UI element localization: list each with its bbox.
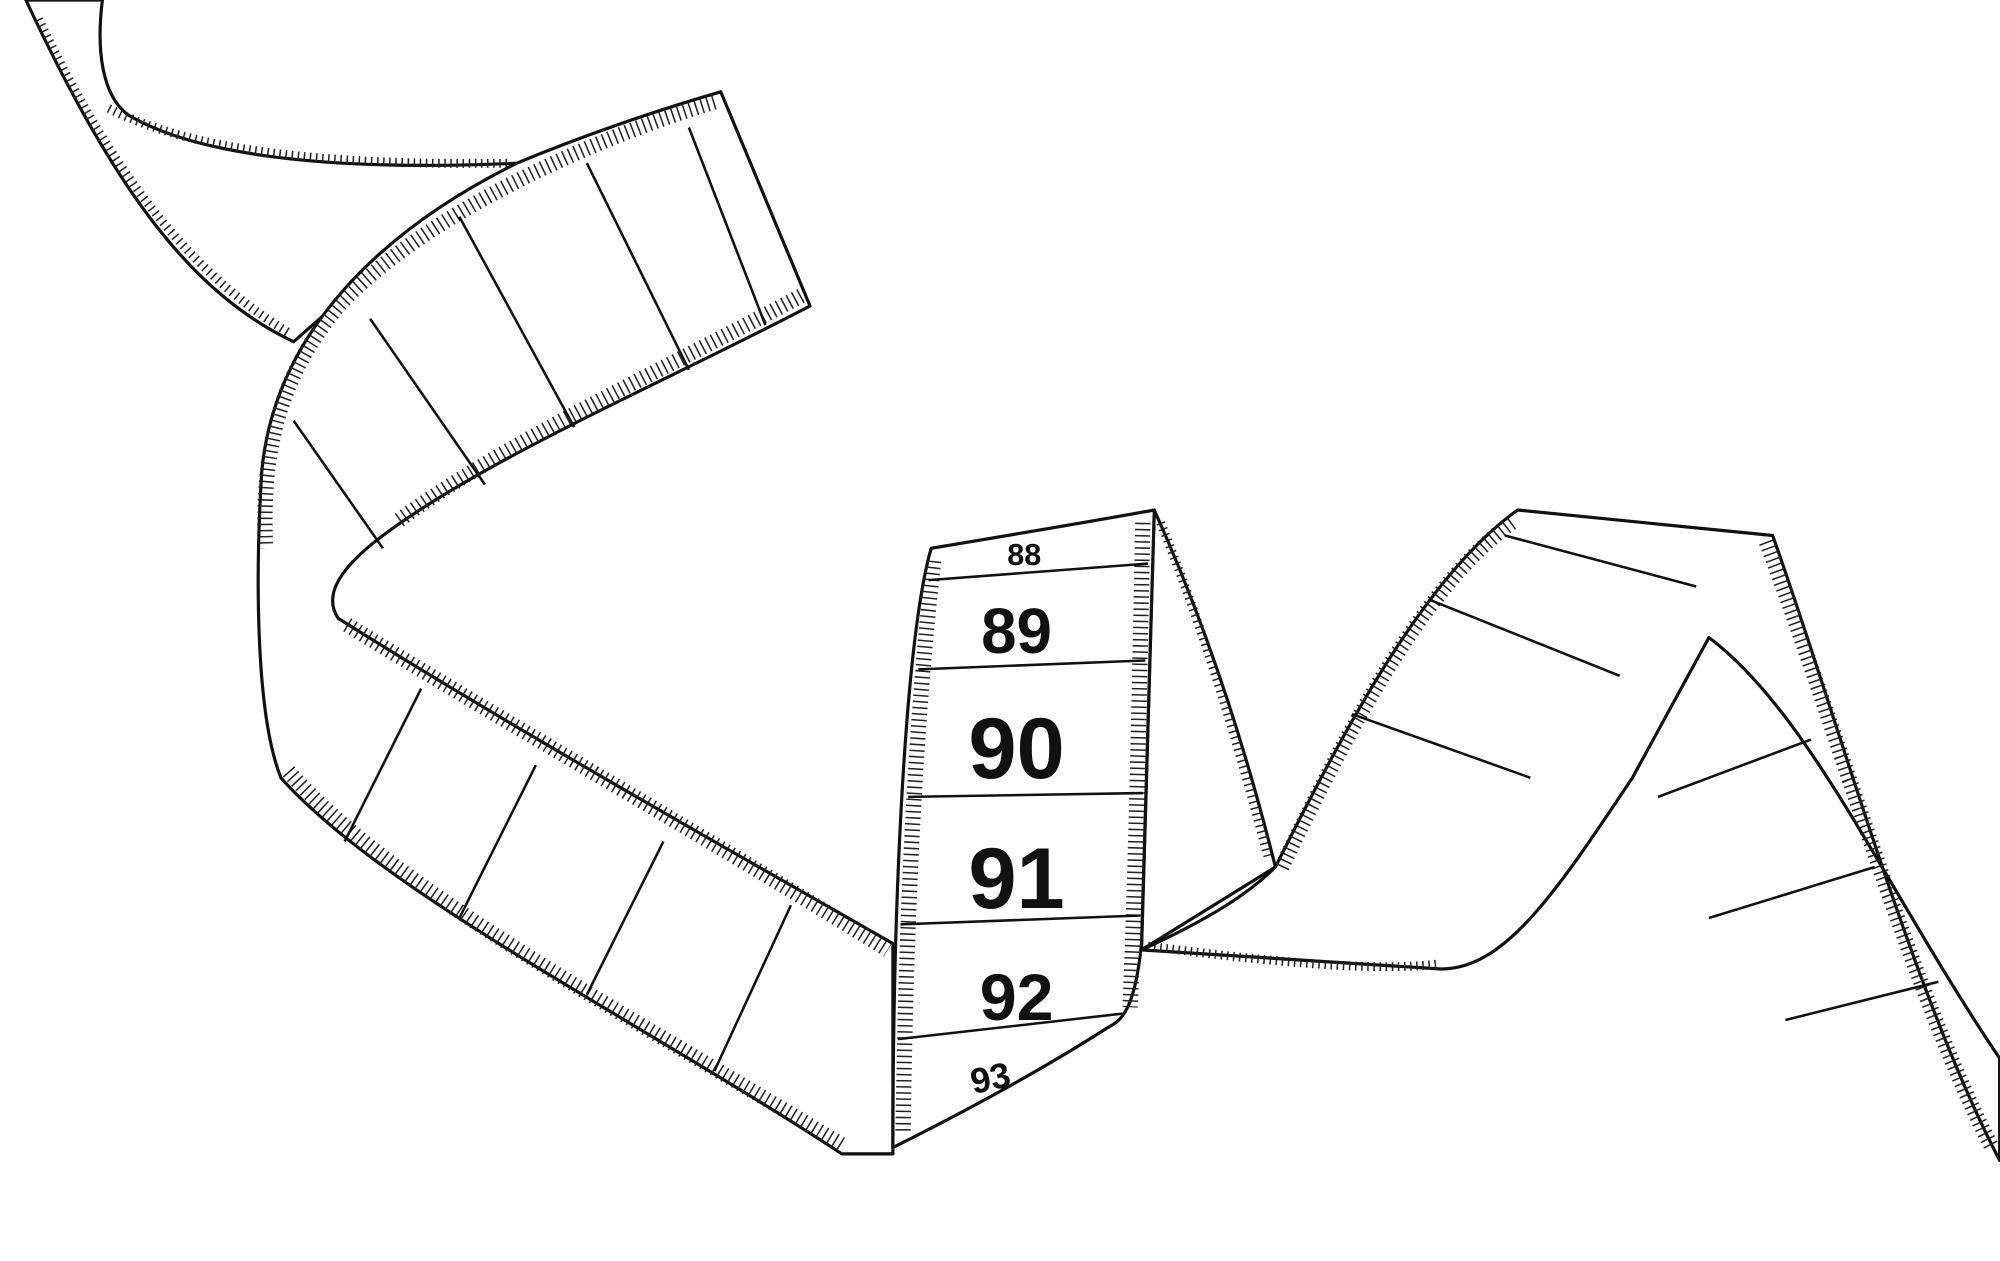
tape-number-91: 91 — [968, 831, 1064, 927]
tape-center-strip: 88 89 90 91 92 93 — [891, 508, 1156, 1150]
tape-number-90: 90 — [968, 701, 1064, 797]
tape-spiral-band — [256, 90, 895, 1156]
tape-number-93: 93 — [967, 1055, 1014, 1102]
tape-number-92: 92 — [980, 961, 1054, 1035]
tape-top-curl — [24, 0, 519, 344]
tape-number-88: 88 — [1007, 538, 1041, 572]
tape-number-89: 89 — [981, 595, 1052, 667]
tape-center-back — [1139, 508, 1277, 952]
tape-right-wave — [1139, 508, 2000, 1162]
